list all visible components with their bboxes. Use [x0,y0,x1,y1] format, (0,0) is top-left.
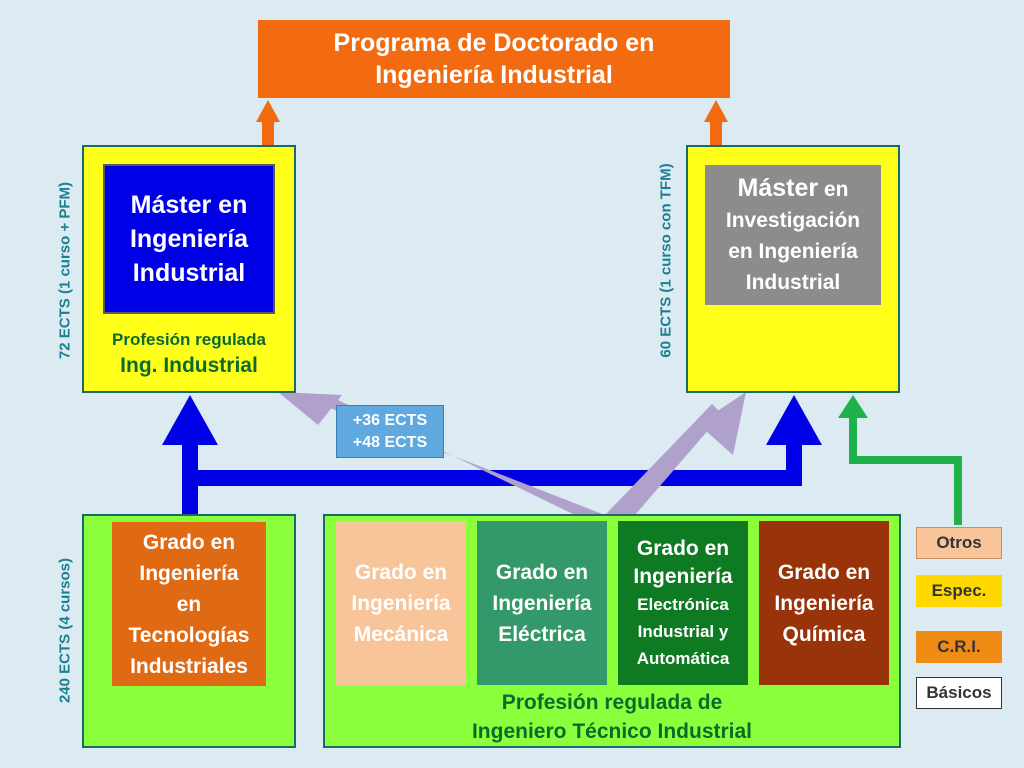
green-arrow [838,395,962,525]
master-right-container: Máster en Investigación en Ingeniería In… [686,145,900,393]
ects-extra-line2: +48 ECTS [352,433,428,451]
doctorado-box: Programa de Doctorado en Ingeniería Indu… [258,20,730,98]
grado-tecnologias-box: Grado en Ingeniería en Tecnologías Indus… [112,522,266,686]
ing-industrial-label: Ing. Industrial [120,354,258,377]
grado-left-ects-label: 240 ECTS (4 cursos) [56,557,74,704]
master-industrial-box: Máster en Ingeniería Industrial [103,164,275,314]
grado-electronica-label-top: Grado en Ingeniería [633,536,733,588]
legend-cri: C.R.I. [916,631,1002,663]
master-left-container: Máster en Ingeniería Industrial Profesió… [82,145,296,393]
master-right-ects-label: 60 ECTS (1 curso con TFM) [657,163,675,358]
master-investigacion-label: en Investigación en Ingeniería Industria… [725,177,861,294]
grado-electrica-box: Grado en Ingeniería Eléctrica [477,521,607,685]
grado-tecnologias-label: Grado en Ingeniería en Tecnologías Indus… [128,530,250,678]
grado-electrica-label: Grado en Ingeniería Eléctrica [492,560,592,646]
grado-mecanica-label: Grado en Ingeniería Mecánica [351,560,451,646]
ects-extra-box: +36 ECTS +48 ECTS [336,405,444,458]
grado-left-container: Grado en Ingeniería en Tecnologías Indus… [82,514,296,748]
grado-electronica-box: Grado en Ingeniería Electrónica Industri… [618,521,748,685]
grado-mecanica-box: Grado en Ingeniería Mecánica [336,521,466,685]
arrow-right-to-doctorado [704,100,728,146]
grado-quimica-label: Grado en Ingeniería Química [774,560,874,646]
doctorado-label: Programa de Doctorado en Ingeniería Indu… [333,29,655,89]
arrow-left-to-doctorado [256,100,280,146]
legend-otros: Otros [916,527,1002,559]
legend-espec: Espec. [916,575,1002,607]
master-industrial-label: Máster en Ingeniería Industrial [129,191,249,287]
profesion-regulada-label: Profesión regulada [112,330,266,349]
grado-electronica-label-bottom: Electrónica Industrial y Automática [636,594,730,668]
legend-basicos: Básicos [916,677,1002,709]
master-investigacion-box: Máster en Investigación en Ingeniería In… [705,165,881,305]
master-left-ects-label: 72 ECTS (1 curso + PFM) [56,181,74,360]
grado-quimica-box: Grado en Ingeniería Química [759,521,889,685]
ects-extra-line1: +36 ECTS [352,411,428,429]
grados-profession-label: Profesión regulada de Ingeniero Técnico … [471,691,753,743]
master-investigacion-strong: Máster [737,173,819,202]
